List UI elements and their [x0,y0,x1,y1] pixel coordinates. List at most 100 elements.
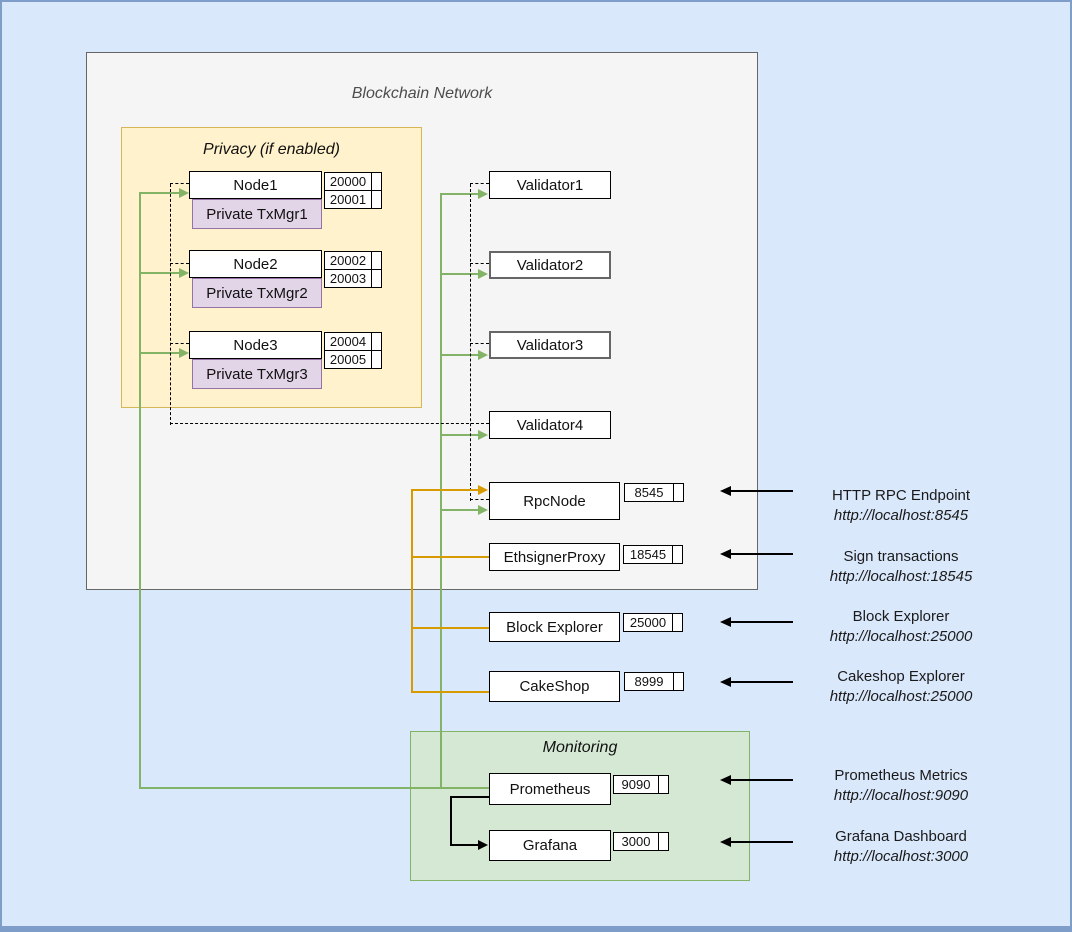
port-row: 18545 [623,545,683,564]
port-value: 25000 [623,613,673,632]
service-label: Grafana [522,837,578,854]
black-connector [450,796,489,798]
port-value: 20001 [324,190,372,209]
port-group: 20000 20001 [324,172,382,209]
port-row: 20000 [324,172,382,191]
arrowhead-icon [720,677,731,687]
green-connector [440,193,479,195]
port-group: 18545 [623,545,683,564]
green-connector [440,434,479,436]
dashed-connector [470,183,489,184]
green-connector [139,272,180,274]
service-label: Prometheus [509,780,591,798]
port-row: 20003 [324,269,382,288]
annotation-arrow [731,490,793,492]
annotation-url: http://localhost:3000 [833,848,969,865]
node-label: Node1 [233,176,278,194]
service-label: CakeShop [519,678,590,695]
service-box: EthsignerProxy [489,543,620,571]
port-group: 20002 20003 [324,251,382,288]
arrowhead-icon [720,837,731,847]
black-connector [450,796,452,846]
arrowhead-icon [478,189,488,199]
port-row: 20002 [324,251,382,270]
orange-connector [411,691,489,693]
port-value: 8999 [624,672,674,691]
port-stub-cell [372,251,382,270]
annotation: Prometheus Metrics http://localhost:9090 [795,766,1007,806]
validator-label: Validator2 [516,256,584,274]
arrowhead-icon [478,485,488,495]
annotation-arrow [731,841,793,843]
validator-label: Validator4 [516,416,584,434]
txmgr-label: Private TxMgr3 [206,365,308,383]
dashed-connector [470,184,471,501]
validator-box: Validator3 [489,331,611,359]
green-connector [139,193,141,789]
port-stub-cell [674,672,684,691]
dashed-connector [170,423,489,424]
annotation-url: http://localhost:25000 [829,688,973,705]
port-row: 25000 [623,613,683,632]
annotation-title: HTTP RPC Endpoint [831,487,971,504]
orange-connector [411,556,489,558]
annotation-arrow [731,621,793,623]
port-group: 20004 20005 [324,332,382,369]
annotation-title: Grafana Dashboard [835,828,967,845]
port-value: 20005 [324,350,372,369]
annotation-title: Prometheus Metrics [834,767,968,784]
txmgr-box: Private TxMgr2 [192,278,322,308]
annotation-url: http://localhost:25000 [829,628,973,645]
arrowhead-icon [478,505,488,515]
annotation-arrow [731,681,793,683]
port-value: 20004 [324,332,372,351]
arrowhead-icon [720,617,731,627]
node-label: Node3 [233,336,278,354]
port-value: 18545 [623,545,673,564]
port-row: 8999 [624,672,684,691]
annotation: HTTP RPC Endpoint http://localhost:8545 [795,486,1007,526]
port-row: 3000 [613,832,669,851]
annotation-arrow [731,779,793,781]
validator-box: Validator4 [489,411,611,439]
blockchain-network-title: Blockchain Network [351,85,493,102]
port-stub-cell [674,483,684,502]
port-stub-cell [673,613,683,632]
dashed-connector [470,343,489,344]
orange-connector [411,489,479,491]
validator-label: Validator1 [516,176,584,194]
annotation-title: Cakeshop Explorer [837,668,965,685]
port-group: 8545 [624,483,684,502]
service-box: RpcNode [489,482,620,520]
port-value: 9090 [613,775,659,794]
arrowhead-icon [179,188,189,198]
port-value: 3000 [613,832,659,851]
dashed-connector [170,263,189,264]
green-connector [139,787,490,789]
arrowhead-icon [179,268,189,278]
monitoring-group-title: Monitoring [542,739,618,756]
txmgr-box: Private TxMgr1 [192,199,322,229]
service-box: CakeShop [489,671,620,702]
port-stub-cell [659,775,669,794]
port-group: 3000 [613,832,669,851]
node-box: Node2 [189,250,322,278]
port-group: 25000 [623,613,683,632]
port-value: 20002 [324,251,372,270]
txmgr-label: Private TxMgr2 [206,284,308,302]
arrowhead-icon [720,549,731,559]
port-row: 9090 [613,775,669,794]
arrowhead-icon [179,348,189,358]
port-stub-cell [372,190,382,209]
black-connector [450,844,479,846]
annotation-url: http://localhost:9090 [833,787,969,804]
dashed-connector [470,499,489,500]
dashed-connector [170,184,171,425]
annotation-title: Sign transactions [843,548,959,565]
arrowhead-icon [720,486,731,496]
arrowhead-icon [478,350,488,360]
annotation: Sign transactions http://localhost:18545 [795,547,1007,587]
green-connector [440,354,479,356]
service-box: Block Explorer [489,612,620,642]
